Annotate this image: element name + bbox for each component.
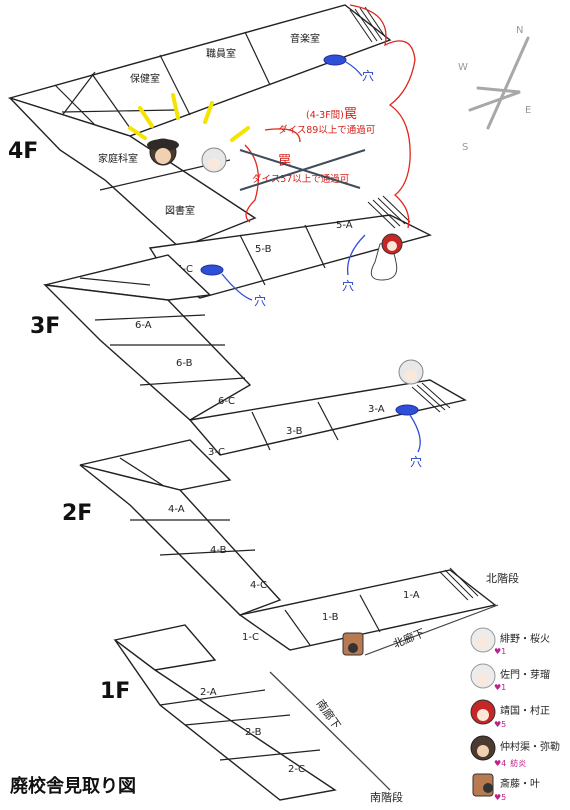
room-2b: 2-B [245, 727, 262, 738]
room-5c: 5-C [176, 264, 193, 275]
svg-text:穴: 穴 [342, 278, 354, 293]
svg-text:♥1: ♥1 [494, 683, 506, 692]
hole-3f-3a: 穴 [395, 404, 422, 469]
svg-text:穴: 穴 [410, 454, 422, 469]
room-1c: 1-C [242, 632, 259, 643]
trap2-crossout-b [239, 149, 366, 191]
compass-w: W [458, 62, 468, 73]
room-hoken: 保健室 [130, 72, 160, 85]
1f-top-wing [113, 624, 217, 671]
hole-4f-5c: 穴 [200, 264, 266, 308]
room-5b: 5-B [255, 244, 272, 255]
svg-text:靖国・村正: 靖国・村正 [500, 704, 550, 717]
trap1-rule: ダイス89以上で通過可 [278, 124, 375, 136]
room-3a: 3-A [368, 404, 385, 415]
floor-label-1f: 1F [100, 679, 130, 704]
label-north-corridor: 北廊下 [391, 625, 427, 650]
compass-e: E [525, 105, 531, 116]
room-2a: 2-A [200, 687, 217, 698]
floor-label-2f: 2F [62, 501, 92, 526]
svg-text:♥4紡炎: ♥4紡炎 [494, 758, 526, 768]
svg-text:佐門・芽瑠: 佐門・芽瑠 [500, 668, 550, 681]
room-5a: 5-A [336, 220, 353, 231]
token-samon [398, 359, 424, 385]
south-corridor-path [269, 671, 391, 791]
spark-rays [128, 93, 250, 142]
compass-n: N [516, 25, 523, 36]
room-4b: 4-B [210, 545, 227, 556]
trap2-crossout-a [239, 149, 361, 189]
trap1-head: (4-3F間)罠 [306, 107, 357, 122]
room-tosho: 図書室 [165, 204, 195, 217]
map-title: 廃校舎見取り図 [10, 775, 136, 797]
floor-2f: 4-A 4-B 4-C 1-A 1-B 1-C 2F [62, 439, 497, 651]
hole-4f-5a: 穴 [342, 234, 366, 293]
svg-text:♥1: ♥1 [494, 647, 506, 656]
north-corridor-path [364, 604, 499, 656]
room-3c: 3-C [208, 447, 225, 458]
svg-text:斎藤・叶: 斎藤・叶 [500, 777, 540, 790]
trap2-kanji: 罠 [278, 154, 291, 169]
3f-classroom-wing [188, 379, 467, 456]
stairs-3f [411, 382, 451, 413]
label-south-stairs: 南階段 [370, 790, 403, 804]
stairs-2f [439, 567, 479, 601]
room-ongaku: 音楽室 [290, 32, 320, 45]
compass-rose [468, 36, 530, 130]
legend-saito: 斎藤・叶 ♥5 [472, 773, 540, 802]
room-shokuin: 職員室 [206, 47, 236, 60]
room-1a: 1-A [403, 590, 420, 601]
svg-text:穴: 穴 [362, 68, 374, 83]
room-2c: 2-C [288, 764, 305, 775]
hole-4f-ongaku: 穴 [323, 54, 374, 83]
room-3b: 3-B [286, 426, 303, 437]
floor-1f: 2-A 2-B 2-C 1F [100, 604, 499, 801]
room-6a: 6-A [135, 320, 152, 331]
svg-text:穴: 穴 [254, 293, 266, 308]
compass-s: S [462, 142, 468, 153]
2f-left-wing [79, 464, 282, 616]
legend-samon: 佐門・芽瑠 ♥1 [470, 663, 550, 692]
room-6b: 6-B [176, 358, 193, 369]
room-6c: 6-C [218, 396, 235, 407]
stairs-4f-south [367, 195, 411, 229]
room-4c: 4-C [250, 580, 267, 591]
stairs-4f-north [349, 6, 387, 43]
3f-left-wing [43, 284, 252, 421]
floor-3f: 6-A 6-B 6-C 3-A 3-B 3-C 3F [30, 254, 467, 458]
1f-left-wing [114, 639, 337, 801]
svg-text:♥5: ♥5 [494, 793, 506, 802]
trap-annotations: (4-3F間)罠 ダイス89以上で通過可 罠 ダイス57以上で通過可 [239, 4, 416, 229]
token-nakamurakare [147, 138, 179, 166]
floor-4f: 保健室 職員室 音楽室 家庭科室 図書室 5-A 5-B 5-C 4F [7, 4, 432, 299]
room-4a: 4-A [168, 504, 185, 515]
floor-label-4f: 4F [8, 139, 38, 164]
room-katei: 家庭科室 [98, 152, 138, 165]
label-north-stairs: 北階段 [486, 571, 519, 585]
token-saito [342, 632, 364, 656]
token-yasukuni [370, 233, 403, 281]
label-south-corridor: 南廊下 [314, 697, 344, 732]
floor-label-3f: 3F [30, 314, 60, 339]
svg-text:緋野・桜火: 緋野・桜火 [500, 632, 550, 645]
room-1b: 1-B [322, 612, 339, 623]
svg-text:仲村渠・弥勒: 仲村渠・弥勒 [500, 740, 560, 753]
token-akino [201, 147, 227, 173]
legend-akino: 緋野・桜火 ♥1 [470, 627, 550, 656]
legend-yasukuni: 靖国・村正 ♥5 [470, 699, 550, 729]
svg-text:♥5: ♥5 [494, 720, 506, 729]
